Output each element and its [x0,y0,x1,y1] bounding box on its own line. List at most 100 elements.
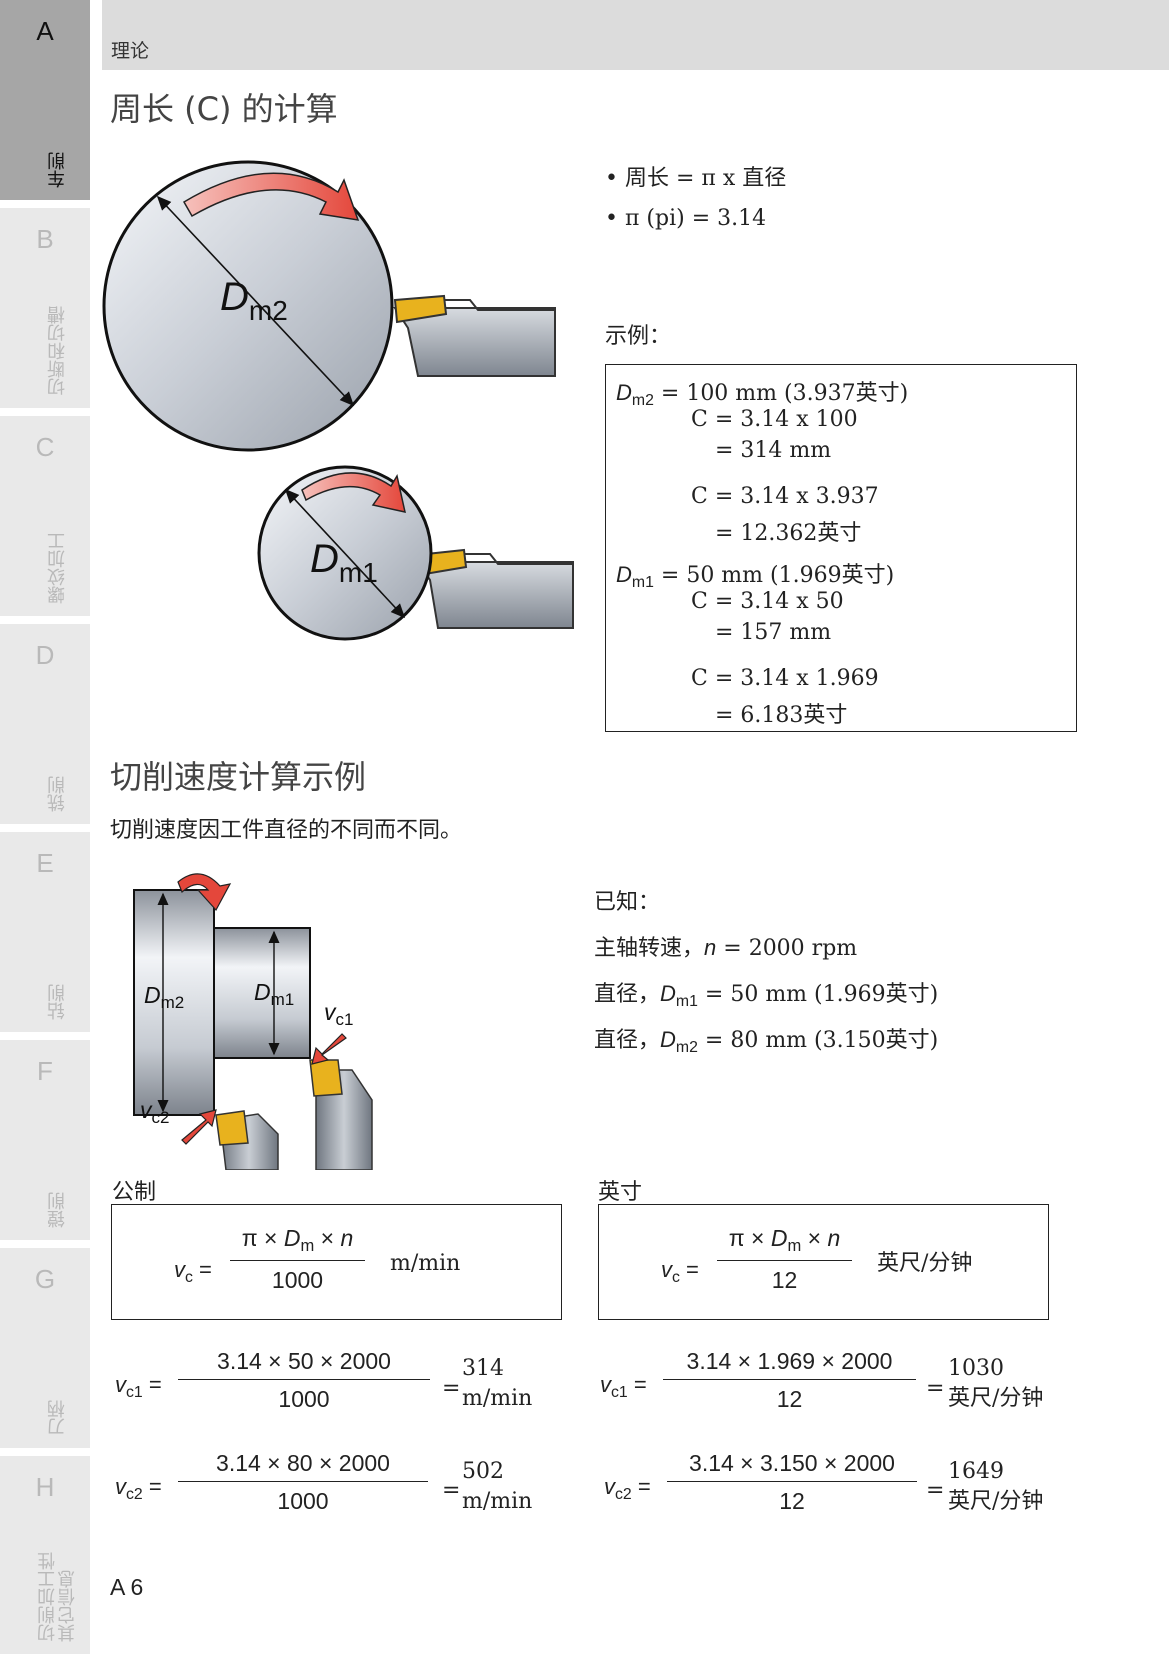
example-dm1-line: Dm1 = 50 mm (1.969英寸) [616,562,895,591]
shaft-small-section [213,927,311,1059]
example-box: Dm2 = 100 mm (3.937英寸) C = 3.14 x 100 = … [605,364,1077,732]
equals-sign: = [442,1376,461,1401]
tab-drilling[interactable]: E 钻削 [0,832,90,1032]
page-header: 理论 [102,0,1169,70]
equals-sign: = [442,1478,461,1503]
calc-vc2-lhs: vc2 = [604,1474,651,1503]
tab-threading[interactable]: C 螺纹加工 [0,416,90,616]
example-line: C = 3.14 x 100 [691,407,858,432]
formula-denominator: 12 [771,1266,798,1293]
tab-letter: F [37,1056,53,1086]
imperial-formula-box: vc = π × Dm × n 12 英尺/分钟 [598,1204,1049,1320]
tab-turning[interactable]: A 车削 [0,0,90,200]
example-label: 示例： [605,324,672,349]
calc-imperial-vc2-fraction: 3.14 × 3.150 × 2000 12 [667,1450,917,1515]
example-line: C = 3.14 x 1.969 [691,666,879,691]
tab-letter: C [35,432,55,462]
example-line: C = 3.14 x 3.937 [691,484,879,509]
formula-unit: 英尺/分钟 [877,1251,973,1276]
arrow-vc2 [181,1109,217,1145]
formula-numerator: π × Dm × n [717,1225,852,1261]
cutting-speed-diagram: Dm2 Dm1 vc1 vc2 [133,873,373,1170]
formula-numerator: π × Dm × n [230,1225,365,1261]
rotation-arrow-large [182,172,360,221]
tab-letter: B [36,224,54,254]
svg-text:Dm2: Dm2 [144,982,184,1012]
calc-vc2-lhs: vc2 = [115,1474,162,1503]
bullet-pi: • π (pi) = 3.14 [605,206,767,231]
tab-label: 钻削 [47,984,68,1020]
example-line: C = 3.14 x 50 [691,589,844,614]
calc-numerator: 3.14 × 50 × 2000 [178,1348,430,1380]
arrow-vc1 [311,1033,347,1065]
known-spindle-speed: 主轴转速，n = 2000 rpm [594,935,858,961]
calc-denominator: 12 [779,1488,805,1514]
metric-formula-fraction: π × Dm × n 1000 [230,1225,365,1294]
example-line: = 157 mm [715,620,832,645]
tab-label: 刀柄 [47,1400,68,1436]
calc-denominator: 12 [776,1386,803,1412]
tab-letter: D [35,640,55,670]
formula-unit: m/min [390,1251,461,1276]
calc-numerator: 3.14 × 3.150 × 2000 [667,1450,917,1482]
insert-vc2 [215,1110,249,1146]
section-title-circumference: 周长 (C) 的计算 [110,90,338,128]
imperial-formula-fraction: π × Dm × n 12 [717,1225,852,1294]
calc-vc1-lhs: vc1 = [600,1372,647,1401]
metric-formula-box: vc = π × Dm × n 1000 m/min [111,1204,562,1320]
metric-label: 公制 [112,1180,157,1205]
equals-sign: = [926,1376,945,1401]
formula-denominator: 1000 [271,1266,324,1293]
tab-label: 螺纹加工 [47,532,68,604]
calc-numerator: 3.14 × 80 × 2000 [178,1450,428,1482]
tab-label: 切削加工性 其它信息 [37,1552,78,1642]
calc-denominator: 1000 [277,1488,329,1514]
formula-lhs: vc = [174,1257,212,1286]
tab-parting-grooving[interactable]: B 切断和切槽 [0,208,90,408]
label-dm1: Dm1 [310,537,378,588]
header-section-title: 理论 [111,40,150,62]
equals-sign: = [926,1478,945,1503]
bullet-circumference: • 周长 = π x 直径 [605,166,787,191]
tab-milling[interactable]: D 铣削 [0,624,90,824]
calc-denominator: 1000 [278,1386,330,1412]
circumference-diagram: Dm2 Dm1 [102,160,574,641]
imperial-label: 英寸 [598,1180,643,1205]
example-line: = 6.183英寸 [715,703,848,728]
tab-machinability[interactable]: H 切削加工性 其它信息 [0,1456,90,1654]
formula-lhs: vc = [661,1257,699,1286]
tab-label: 车削 [47,152,68,188]
tab-boring[interactable]: F 镗削 [0,1040,90,1240]
svg-text:vc1: vc1 [324,999,353,1029]
insert-large [393,294,448,324]
tab-tool-holding[interactable]: G 刀柄 [0,1248,90,1448]
tab-letter: A [36,16,54,46]
example-line: = 12.362英寸 [715,521,862,546]
insert-vc1 [309,1059,343,1097]
calc-vc1-lhs: vc1 = [115,1372,162,1401]
section-intro: 切削速度因工件直径的不同而不同。 [110,818,463,843]
tool-holder-large [393,307,556,377]
calc-imperial-vc1-fraction: 3.14 × 1.969 × 2000 12 [663,1348,916,1413]
calc-metric-vc1-fraction: 3.14 × 50 × 2000 1000 [178,1348,430,1413]
calc-numerator: 3.14 × 1.969 × 2000 [663,1348,916,1380]
tab-letter: E [36,848,54,878]
calc-metric-vc2-fraction: 3.14 × 80 × 2000 1000 [178,1450,428,1515]
tab-label: 镗削 [47,1192,68,1228]
tab-letter: G [34,1264,56,1294]
rotation-arrow-small [301,472,406,513]
svg-text:Dm1: Dm1 [254,979,294,1009]
known-title: 已知： [594,890,661,915]
page-number: A 6 [110,1574,144,1600]
known-diameter-dm1: 直径，Dm1 = 50 mm (1.969英寸) [594,981,939,1010]
rotation-arrow [177,873,232,912]
tab-label: 铣削 [47,776,68,812]
chapter-tabs: A 车削 B 切断和切槽 C 螺纹加工 D 铣削 E 钻削 F 镗削 G 刀柄 … [0,0,90,1654]
known-diameter-dm2: 直径，Dm2 = 80 mm (3.150英寸) [594,1027,939,1056]
section-title-cutting-speed: 切削速度计算示例 [110,758,367,796]
example-dm2-line: Dm2 = 100 mm (3.937英寸) [616,380,909,409]
